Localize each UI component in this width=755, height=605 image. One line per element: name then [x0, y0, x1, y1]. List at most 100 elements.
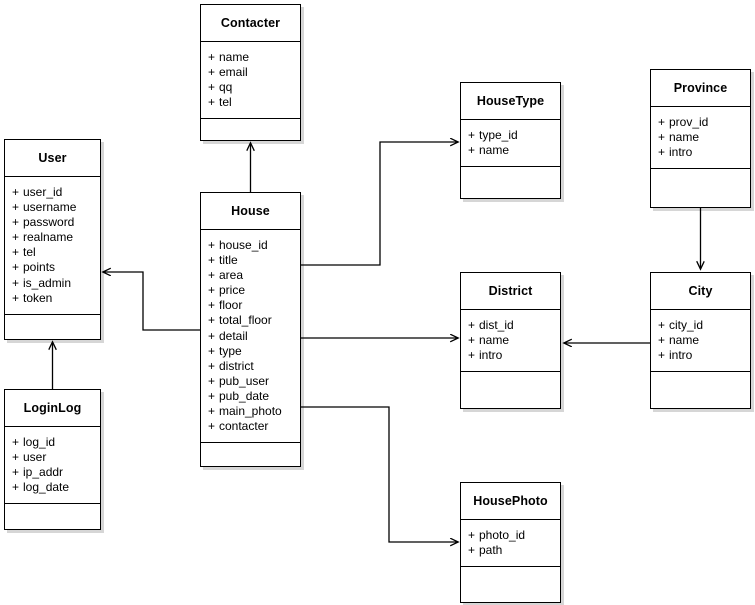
attribute-name: name — [479, 333, 510, 348]
visibility-marker: + — [468, 333, 476, 348]
class-box-contacter[interactable]: Contacter +name +email +qq +tel — [200, 4, 301, 141]
attribute-row: +main_photo — [208, 404, 300, 419]
attribute-name: type_id — [479, 128, 518, 142]
visibility-marker: + — [12, 260, 20, 275]
attribute-row: +type_id — [468, 128, 560, 143]
attribute-row: +qq — [208, 80, 300, 95]
visibility-marker: + — [208, 268, 216, 283]
attribute-row: +password — [12, 215, 100, 230]
attribute-row: +realname — [12, 230, 100, 245]
attribute-name: intro — [669, 348, 693, 363]
attribute-name: total_floor — [219, 313, 272, 328]
visibility-marker: + — [12, 215, 20, 230]
visibility-marker: + — [12, 290, 20, 305]
class-operations-district — [461, 372, 560, 392]
visibility-marker: + — [12, 275, 20, 290]
visibility-marker: + — [208, 358, 216, 373]
visibility-marker: + — [12, 230, 20, 245]
attribute-name: path — [479, 543, 503, 558]
edge-house-housephoto — [301, 406, 458, 542]
visibility-marker: + — [12, 245, 20, 260]
attribute-row: +email — [208, 65, 300, 80]
class-attributes-district: +dist_id +name +intro — [461, 310, 560, 373]
class-box-province[interactable]: Province +prov_id +name +intro — [650, 69, 751, 208]
attribute-row: +floor — [208, 298, 300, 313]
attribute-name: user_id — [23, 185, 63, 199]
visibility-marker: + — [208, 298, 216, 313]
class-title-province: Province — [651, 70, 750, 107]
attribute-row: +dist_id — [468, 318, 560, 333]
class-operations-contacter — [201, 119, 300, 139]
class-attributes-city: +city_id +name +intro — [651, 310, 750, 373]
visibility-marker: + — [208, 283, 216, 298]
attribute-name: district — [219, 358, 254, 373]
attribute-row: +title — [208, 253, 300, 268]
attribute-name: tel — [219, 95, 232, 110]
attribute-name: name — [669, 333, 700, 348]
class-title-house: House — [201, 193, 300, 230]
attribute-name: name — [219, 50, 250, 64]
attribute-row: +detail — [208, 329, 300, 344]
visibility-marker: + — [468, 318, 476, 332]
visibility-marker: + — [208, 65, 216, 80]
class-box-city[interactable]: City +city_id +name +intro — [650, 272, 751, 409]
visibility-marker: + — [208, 313, 216, 328]
attribute-name: pub_user — [219, 373, 270, 388]
attribute-name: tel — [23, 245, 36, 260]
class-box-housephoto[interactable]: HousePhoto +photo_id +path — [460, 482, 561, 603]
visibility-marker: + — [208, 253, 216, 268]
class-attributes-loginlog: +log_id +user +ip_addr +log_date — [5, 427, 100, 505]
attribute-row: +user_id — [12, 185, 100, 200]
visibility-marker: + — [208, 328, 216, 343]
visibility-marker: + — [208, 404, 216, 419]
attribute-name: token — [23, 290, 53, 305]
class-operations-house — [201, 443, 300, 469]
visibility-marker: + — [12, 185, 20, 199]
attribute-name: title — [219, 253, 238, 268]
attribute-name: price — [219, 283, 246, 298]
class-attributes-housetype: +type_id +name — [461, 120, 560, 168]
attribute-name: floor — [219, 298, 243, 313]
attribute-row: +username — [12, 200, 100, 215]
attribute-row: +pub_user — [208, 374, 300, 389]
attribute-name: log_date — [23, 480, 70, 495]
attribute-name: user — [23, 450, 47, 465]
attribute-name: photo_id — [479, 528, 526, 542]
attribute-name: main_photo — [219, 404, 282, 419]
visibility-marker: + — [208, 388, 216, 403]
class-box-house[interactable]: House +house_id +title +area +price +flo… — [200, 192, 301, 467]
attribute-row: +points — [12, 260, 100, 275]
class-box-user[interactable]: User +user_id +username +password +realn… — [4, 139, 101, 340]
visibility-marker: + — [12, 435, 20, 449]
class-box-housetype[interactable]: HouseType +type_id +name — [460, 82, 561, 199]
attribute-name: name — [479, 143, 510, 158]
class-title-user: User — [5, 140, 100, 177]
attribute-row: +name — [658, 333, 750, 348]
attribute-name: points — [23, 260, 56, 275]
attribute-name: pub_date — [219, 388, 270, 403]
attribute-name: log_id — [23, 435, 56, 449]
attribute-name: area — [219, 268, 244, 283]
attribute-row: +city_id — [658, 318, 750, 333]
class-operations-province — [651, 169, 750, 189]
edge-house-housetype — [301, 142, 458, 266]
class-attributes-house: +house_id +title +area +price +floor +to… — [201, 230, 300, 444]
class-box-district[interactable]: District +dist_id +name +intro — [460, 272, 561, 409]
class-operations-housephoto — [461, 567, 560, 587]
attribute-name: type — [219, 343, 242, 358]
visibility-marker: + — [208, 80, 216, 95]
class-box-loginlog[interactable]: LoginLog +log_id +user +ip_addr +log_dat… — [4, 389, 101, 530]
visibility-marker: + — [468, 348, 476, 363]
visibility-marker: + — [208, 50, 216, 64]
attribute-row: +log_id — [12, 435, 100, 450]
visibility-marker: + — [468, 143, 476, 158]
attribute-name: email — [219, 65, 248, 80]
class-title-housetype: HouseType — [461, 83, 560, 120]
attribute-row: +type — [208, 344, 300, 359]
class-title-housephoto: HousePhoto — [461, 483, 560, 520]
attribute-row: +area — [208, 268, 300, 283]
attribute-name: city_id — [669, 318, 704, 332]
visibility-marker: + — [12, 450, 20, 465]
class-attributes-user: +user_id +username +password +realname +… — [5, 177, 100, 315]
